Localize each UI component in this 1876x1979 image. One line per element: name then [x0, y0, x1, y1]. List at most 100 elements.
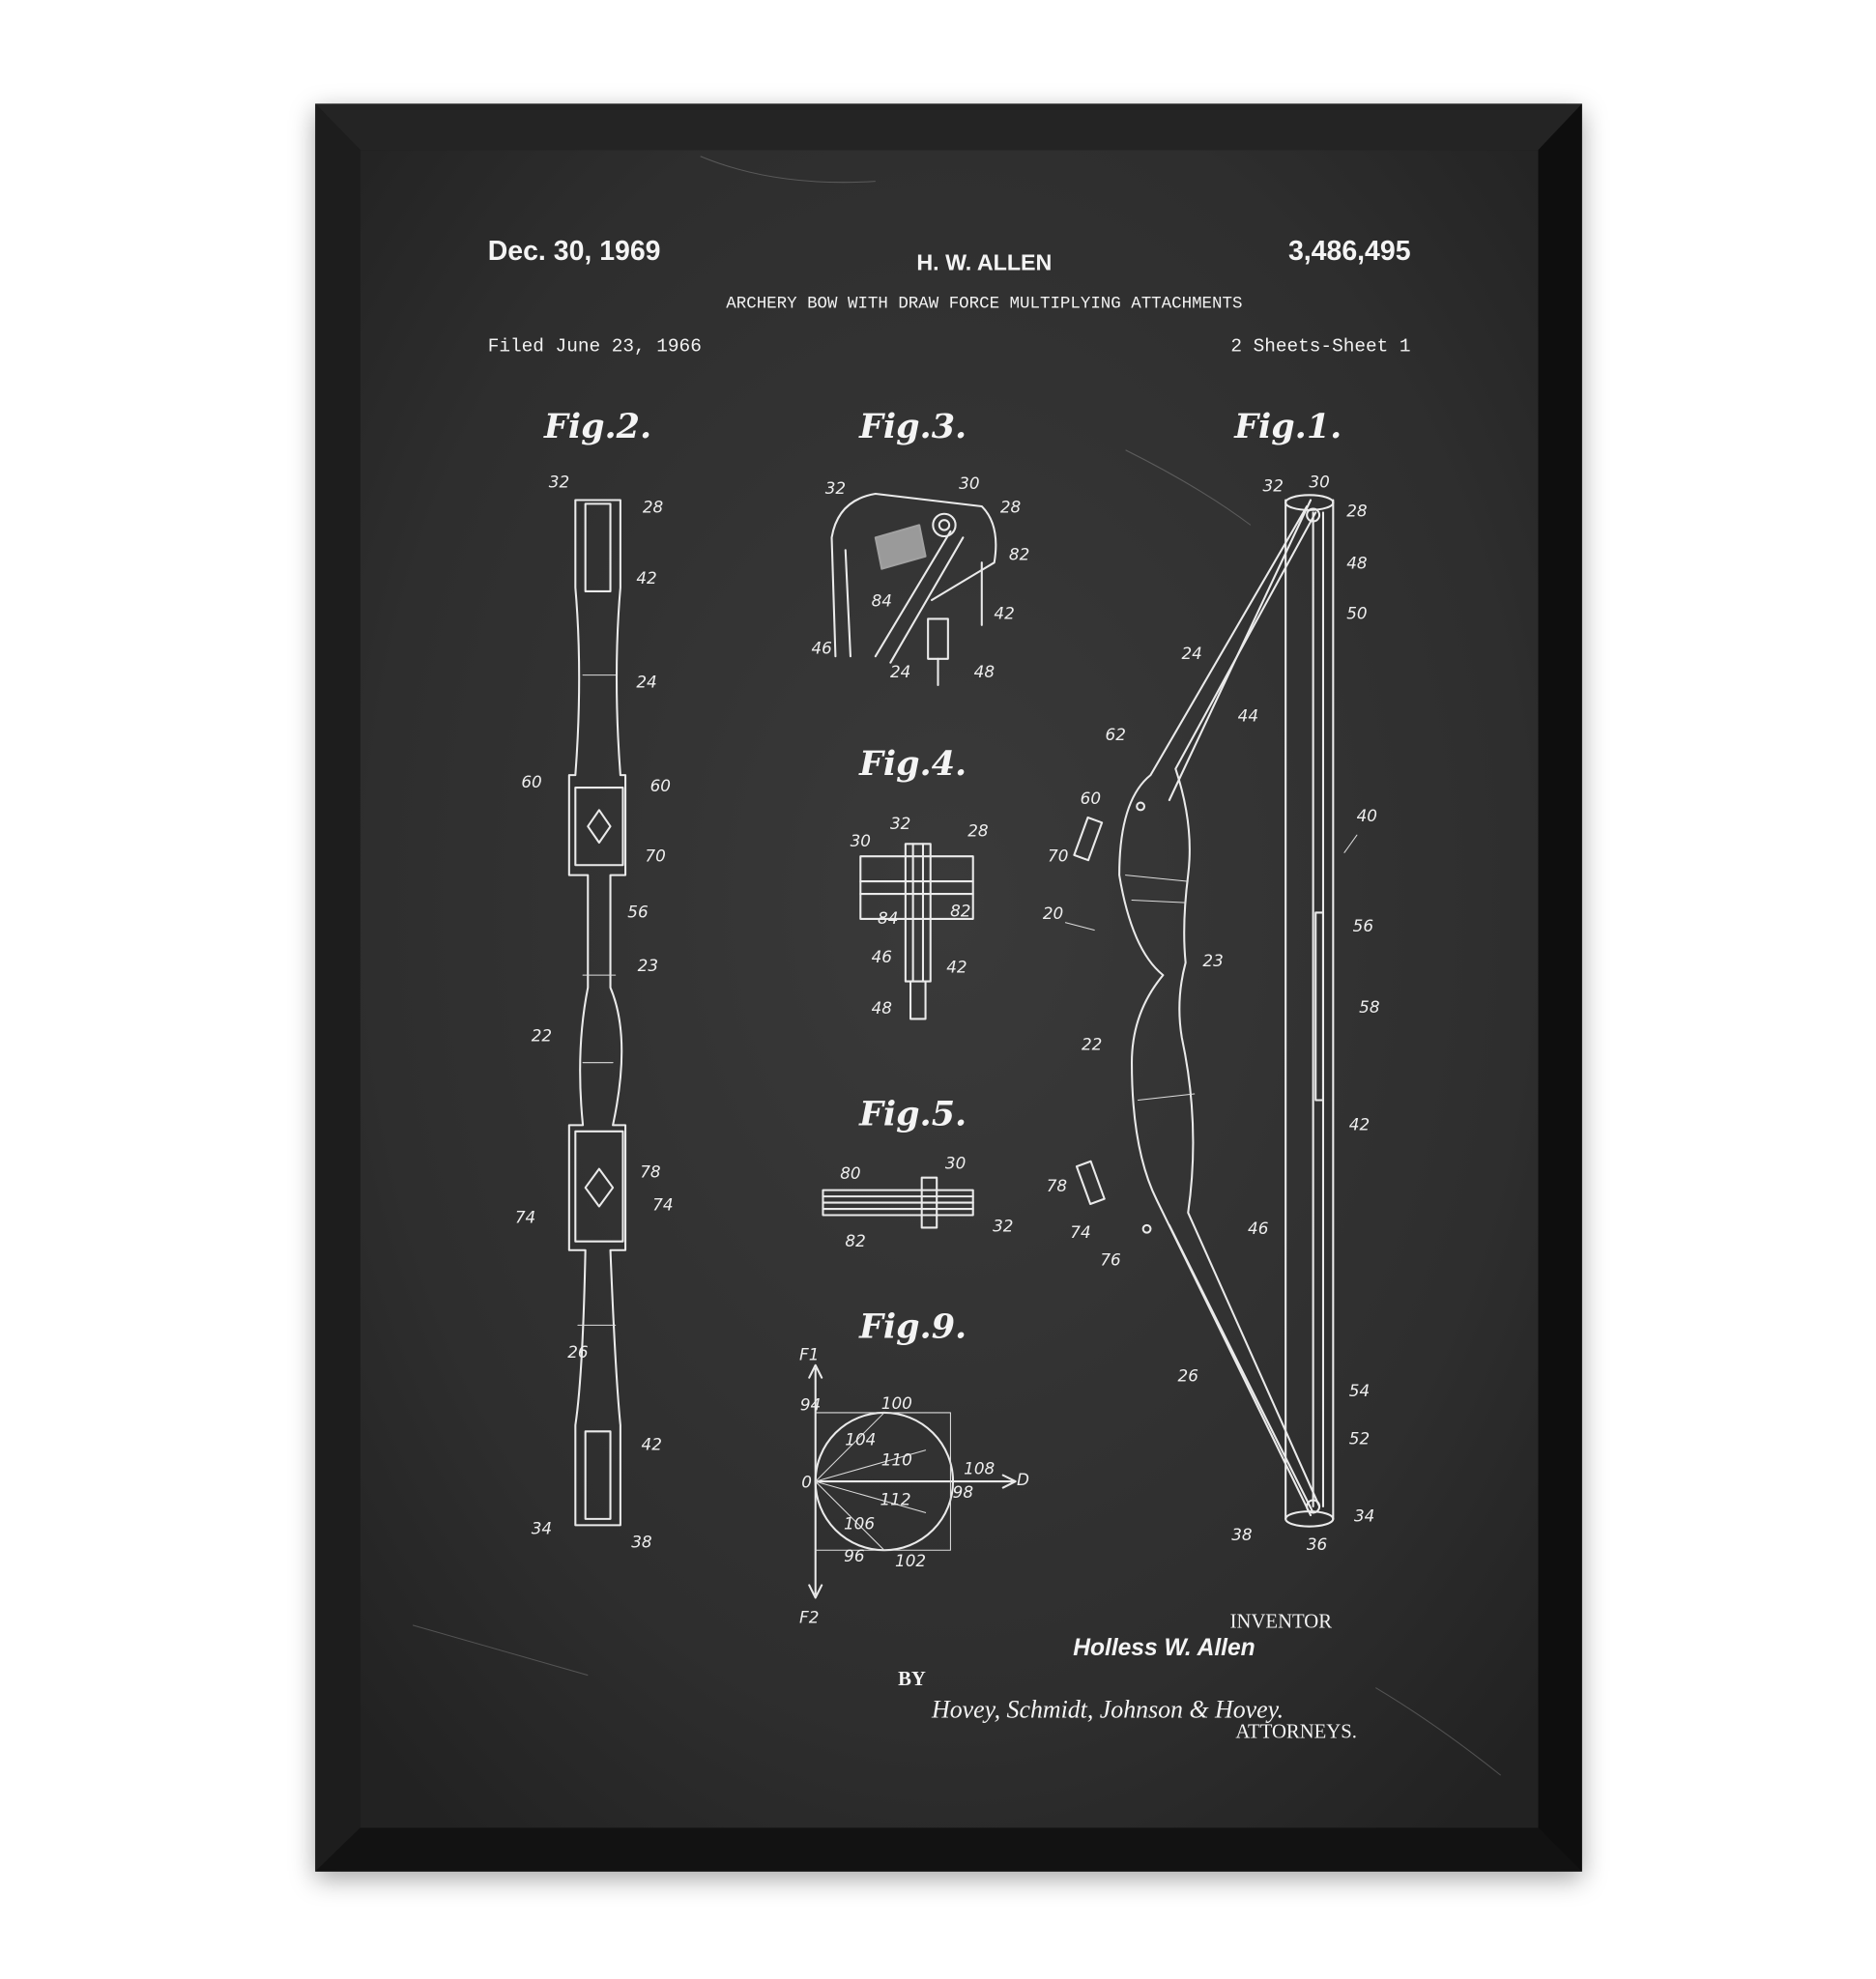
fig2-reference-numeral: 28: [643, 497, 663, 516]
fig9-reference-numeral: 98: [953, 1482, 973, 1502]
chalkboard-background: [360, 150, 1539, 1828]
fig1-reference-numeral: 54: [1349, 1381, 1370, 1400]
fig2-bow-drawing: [567, 499, 627, 1527]
fig9-reference-numeral: 102: [895, 1551, 926, 1570]
fig9-reference-numeral: F1: [799, 1345, 819, 1364]
fig4-reference-numeral: 32: [890, 814, 910, 833]
fig1-bow-drawing: [1064, 494, 1358, 1528]
fig9-reference-numeral: 94: [800, 1394, 821, 1414]
fig9-reference-numeral: 0: [801, 1473, 812, 1492]
fig1-reference-numeral: 23: [1202, 951, 1223, 970]
fig1-reference-numeral: 62: [1106, 725, 1126, 744]
fig2-reference-numeral: 34: [532, 1518, 552, 1537]
fig9-reference-numeral: 110: [881, 1449, 912, 1469]
fig4-reference-numeral: 84: [878, 908, 898, 928]
fig1-reference-numeral: 70: [1048, 846, 1068, 865]
fig1-reference-numeral: 34: [1354, 1506, 1374, 1525]
fig9-reference-numeral: 96: [844, 1546, 864, 1565]
fig2-reference-numeral: 70: [645, 846, 665, 865]
fig4-title: Fig.4.: [858, 744, 967, 784]
fig9-reference-numeral: F2: [799, 1607, 819, 1626]
fig3-title: Fig.3.: [858, 407, 967, 446]
fig2-reference-numeral: 42: [642, 1435, 662, 1454]
fig1-reference-numeral: 28: [1346, 501, 1367, 520]
fig3-reference-numeral: 84: [872, 590, 892, 610]
fig2-reference-numeral: 38: [631, 1533, 651, 1552]
fig2-reference-numeral: 32: [549, 473, 569, 492]
fig1-reference-numeral: 78: [1047, 1176, 1067, 1195]
attorneys-caption: ATTORNEYS.: [1235, 1721, 1356, 1742]
patent-date: Dec. 30, 1969: [488, 236, 661, 267]
fig1-reference-numeral: 22: [1082, 1035, 1102, 1054]
fig1-reference-numeral: 40: [1357, 806, 1377, 825]
fig4-reference-numeral: 42: [946, 958, 967, 977]
fig3-reference-numeral: 24: [890, 662, 910, 681]
fig1-reference-numeral: 38: [1231, 1525, 1252, 1544]
reference-numerals: 32 28 42 24 60 60 70 56 23 22 78 74 74 26 42 34 38 32 30 28…: [515, 473, 1380, 1627]
fig4-reference-numeral: 30: [851, 831, 871, 850]
fig3-reference-numeral: 48: [974, 662, 995, 681]
fig5-reference-numeral: 30: [945, 1154, 966, 1173]
fig1-reference-numeral: 74: [1070, 1222, 1090, 1242]
fig2-reference-numeral: 78: [640, 1162, 660, 1182]
fig2-reference-numeral: 74: [652, 1194, 673, 1214]
chalk-smudges: [412, 156, 1502, 1776]
inventor-caption: INVENTOR: [1230, 1611, 1333, 1632]
fig9-reference-numeral: 108: [964, 1458, 995, 1477]
fig1-title: Fig.1.: [1233, 407, 1342, 446]
fig1-reference-numeral: 46: [1248, 1219, 1268, 1238]
fig2-reference-numeral: 60: [521, 772, 541, 791]
fig2-reference-numeral: 22: [532, 1026, 552, 1046]
fig1-reference-numeral: 44: [1238, 705, 1258, 725]
fig1-reference-numeral: 36: [1307, 1534, 1327, 1554]
fig2-reference-numeral: 56: [627, 903, 648, 922]
fig2-reference-numeral: 23: [638, 956, 658, 975]
fig9-reference-numeral: D: [1017, 1470, 1029, 1489]
fig4-reference-numeral: 48: [872, 998, 892, 1018]
fig4-detail-drawing: [859, 843, 974, 1020]
fig5-detail-drawing: [822, 1176, 974, 1229]
fig3-detail-drawing: [830, 492, 997, 687]
fig4-reference-numeral: 28: [967, 821, 988, 841]
fig1-reference-numeral: 52: [1349, 1428, 1370, 1448]
fig4-reference-numeral: 82: [950, 901, 970, 920]
fig9-reference-numeral: 104: [845, 1430, 876, 1449]
fig2-reference-numeral: 60: [650, 776, 671, 795]
fig2-reference-numeral: 26: [567, 1342, 588, 1362]
fig1-reference-numeral: 58: [1359, 997, 1379, 1017]
fig3-reference-numeral: 42: [994, 603, 1014, 622]
fig2-reference-numeral: 24: [636, 673, 656, 692]
patent-title: ARCHERY BOW WITH DRAW FORCE MULTIPLYING …: [726, 294, 1242, 313]
fig5-title: Fig.5.: [858, 1094, 967, 1133]
inventor-short-name: H. W. ALLEN: [916, 249, 1052, 274]
filed-date: Filed June 23, 1966: [488, 336, 702, 358]
fig3-reference-numeral: 82: [1009, 545, 1029, 564]
fig3-reference-numeral: 28: [1000, 497, 1021, 516]
fig3-reference-numeral: 46: [811, 639, 831, 658]
sheet-info: 2 Sheets-Sheet 1: [1230, 336, 1410, 358]
fig2-reference-numeral: 42: [636, 568, 656, 588]
fig1-reference-numeral: 32: [1263, 475, 1284, 495]
patent-number: 3,486,495: [1288, 236, 1411, 267]
fig2-title: Fig.2.: [543, 407, 651, 446]
fig5-reference-numeral: 82: [845, 1231, 865, 1250]
fig9-force-diagram: [808, 1363, 1017, 1599]
fig1-reference-numeral: 60: [1081, 789, 1101, 808]
fig1-reference-numeral: 42: [1349, 1115, 1370, 1134]
fig1-reference-numeral: 48: [1346, 554, 1367, 573]
fig1-reference-numeral: 24: [1181, 644, 1201, 663]
by-label: BY: [898, 1669, 926, 1690]
fig3-reference-numeral: 32: [825, 478, 846, 498]
fig1-reference-numeral: 20: [1043, 903, 1063, 923]
fig3-reference-numeral: 30: [959, 473, 979, 493]
fig9-reference-numeral: 106: [844, 1513, 875, 1533]
fig9-reference-numeral: 100: [881, 1393, 912, 1413]
fig1-reference-numeral: 56: [1353, 916, 1373, 935]
fig1-reference-numeral: 30: [1309, 473, 1329, 492]
fig1-reference-numeral: 26: [1178, 1366, 1198, 1386]
fig9-reference-numeral: 112: [880, 1490, 910, 1509]
fig9-title: Fig.9.: [858, 1306, 967, 1346]
fig5-reference-numeral: 32: [993, 1216, 1013, 1235]
fig1-reference-numeral: 50: [1346, 603, 1367, 622]
